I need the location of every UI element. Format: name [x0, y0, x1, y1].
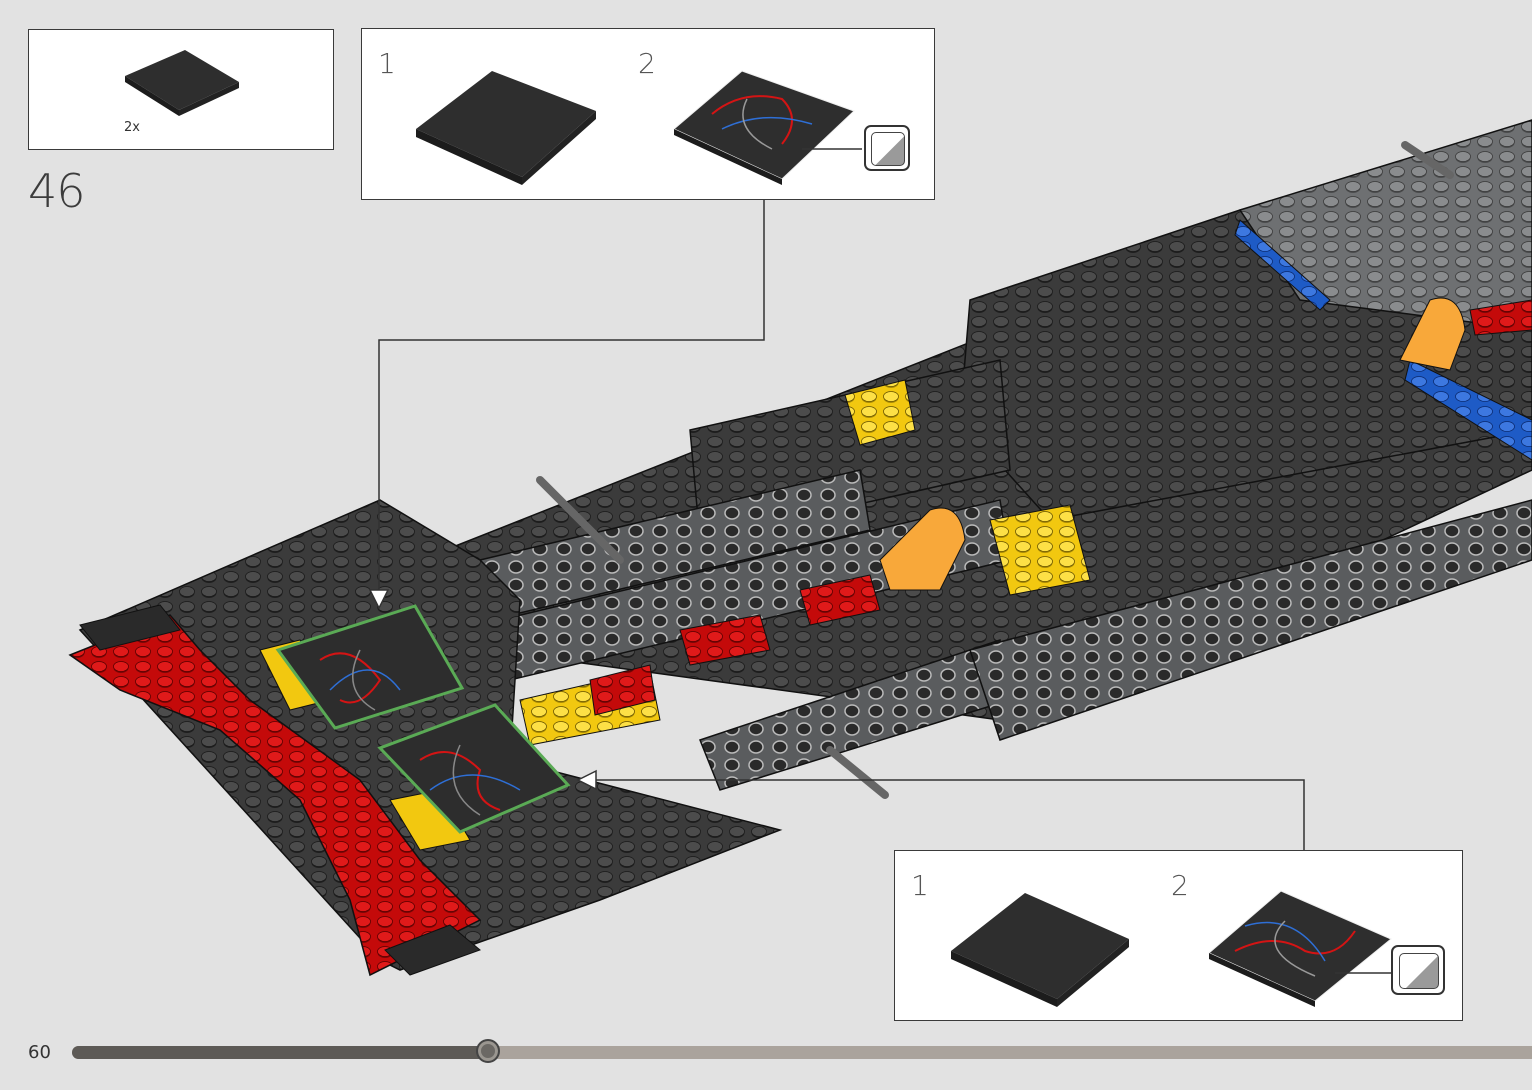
- progress-fill: [72, 1046, 488, 1059]
- sticker-icon: [864, 125, 910, 171]
- callout-bottom: 1 2: [894, 850, 1463, 1021]
- step-number: 46: [28, 164, 85, 218]
- callout-top: 1 2: [361, 28, 935, 200]
- tile-part-icon: [29, 30, 335, 151]
- sticker-tile-icon: [895, 851, 1464, 1022]
- progress-bar: [72, 1046, 1532, 1059]
- sticker-icon: [1391, 945, 1445, 995]
- parts-list-box: 2x: [28, 29, 334, 150]
- progress-knob: [476, 1039, 500, 1063]
- parts-quantity: 2x: [124, 120, 140, 135]
- page-number: 60: [28, 1042, 51, 1063]
- sticker-tile-icon: [362, 29, 936, 201]
